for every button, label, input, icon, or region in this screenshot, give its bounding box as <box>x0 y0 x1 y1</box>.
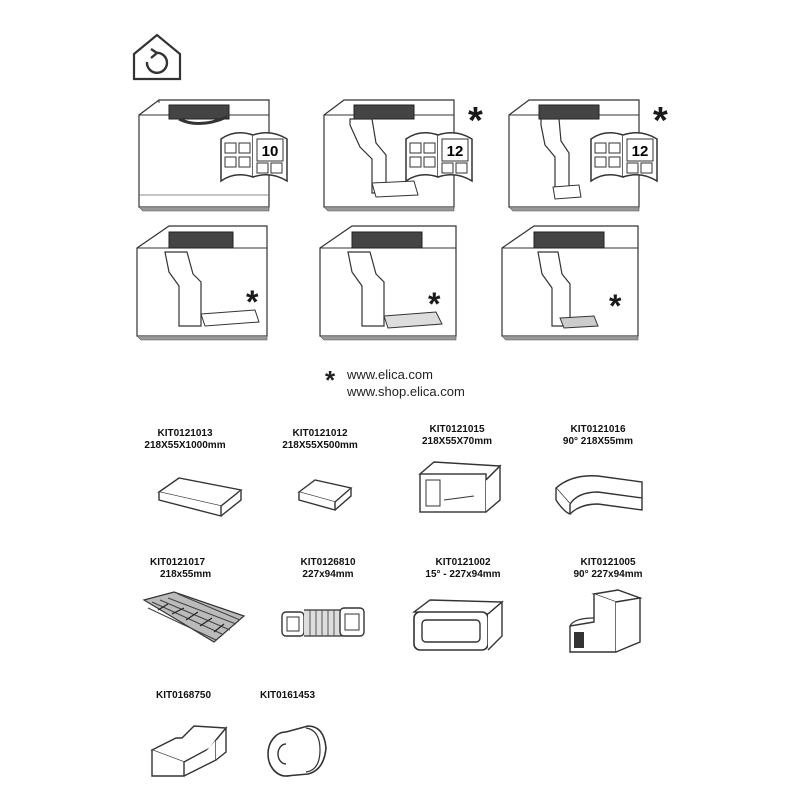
reference-star-3: * <box>246 284 259 320</box>
installation-ducted-cabinet-1: 12 <box>320 95 473 213</box>
kit-dimensions: 90° 227x94mm <box>573 569 643 580</box>
kit-code: KIT0121013 <box>157 428 213 439</box>
kit-code: KIT0121005 <box>580 557 636 568</box>
angled-connector-15-icon <box>411 599 504 651</box>
kit-code: KIT0121015 <box>429 424 485 435</box>
tape-roll-icon <box>267 725 327 777</box>
booklet-ref-2: 12 <box>447 143 464 160</box>
installation-plinth-cabinet-1 <box>135 222 285 341</box>
link-shop-elica[interactable]: www.shop.elica.com <box>347 384 465 399</box>
kit-code: KIT0121002 <box>435 557 491 568</box>
kit-code: KIT0161453 <box>260 690 316 701</box>
booklet-ref-3: 12 <box>632 143 649 160</box>
installation-plinth-cabinet-3 <box>500 222 650 341</box>
kit-code: KIT0121012 <box>292 428 348 439</box>
kit-dimensions: 90° 218X55mm <box>562 436 634 447</box>
elbow-90-vertical-icon <box>569 589 643 653</box>
booklet-ref-1: 10 <box>262 143 279 160</box>
website-links: * www.elica.com www.shop.elica.com <box>325 366 505 406</box>
kit-code: KIT0126810 <box>300 557 356 568</box>
straight-duct-long-icon <box>157 477 243 517</box>
reference-star-2: * <box>653 100 668 142</box>
instruction-booklet-icon: 12 <box>405 132 473 183</box>
instruction-booklet-icon: 10 <box>220 132 288 183</box>
kit-code: KIT0168750 <box>156 690 212 701</box>
instruction-booklet-icon: 12 <box>590 132 658 183</box>
kit-code: KIT0121016 <box>570 424 626 435</box>
reference-star-4: * <box>428 286 441 322</box>
kit-dimensions: 218x55mm <box>160 569 212 580</box>
flexible-connector-icon <box>281 607 365 637</box>
transition-adapter-icon <box>150 725 228 777</box>
installation-ducted-cabinet-2: 12 <box>505 95 658 213</box>
duct-connector-icon <box>418 461 502 513</box>
reference-star-5: * <box>609 288 622 324</box>
kit-dimensions: 218X55X1000mm <box>144 440 226 451</box>
elbow-90-flat-icon <box>555 475 643 515</box>
flexible-duct-icon <box>142 591 246 643</box>
installation-plinth-cabinet-2 <box>318 222 468 341</box>
reference-star-legend: * <box>325 365 336 395</box>
kit-dimensions: 227x94mm <box>302 569 354 580</box>
straight-duct-short-icon <box>297 479 353 511</box>
recirculation-house-icon <box>131 32 183 82</box>
kit-dimensions: 218X55X500mm <box>282 440 358 451</box>
kit-dimensions: 218X55X70mm <box>421 436 493 447</box>
kit-dimensions: 15° - 227x94mm <box>425 569 501 580</box>
link-elica[interactable]: www.elica.com <box>347 367 433 382</box>
installation-recirculation-cabinet: 10 <box>135 95 288 213</box>
kit-code: KIT0121017 <box>150 557 206 568</box>
reference-star-1: * <box>468 100 483 142</box>
